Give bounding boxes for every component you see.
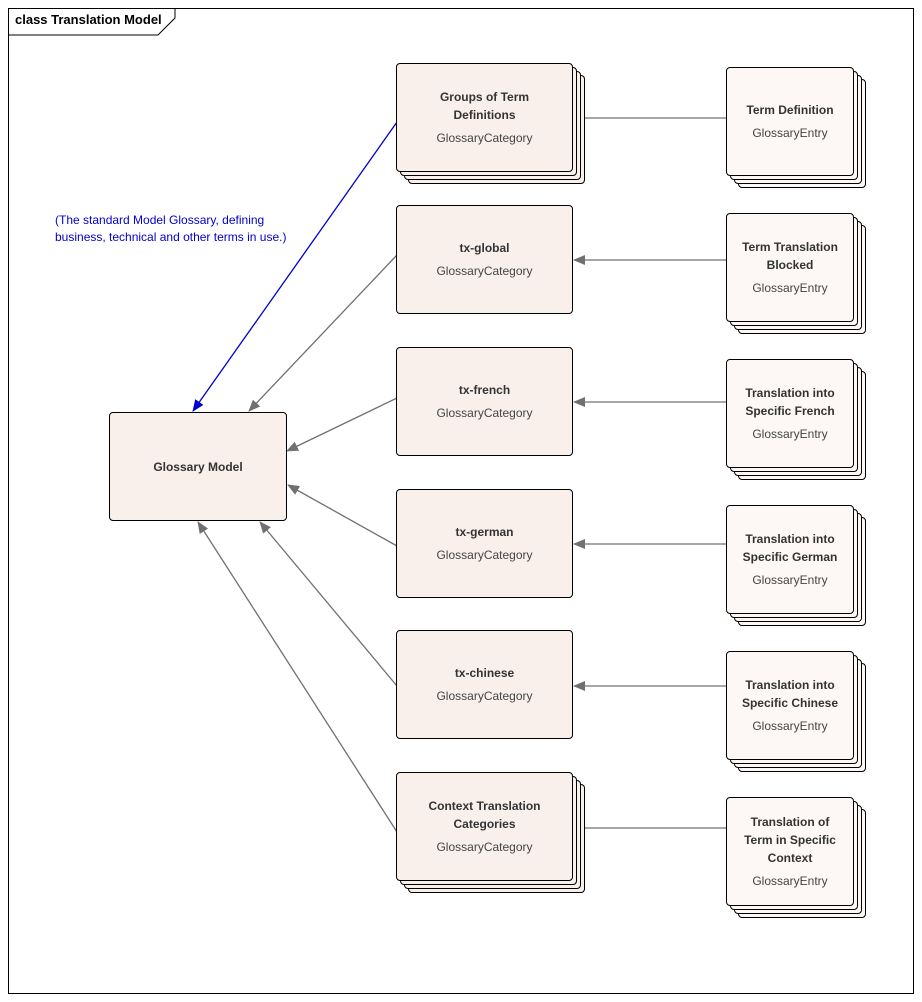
category-stereotype: GlossaryCategory	[436, 840, 533, 854]
entry-stereotype: GlossaryEntry	[752, 719, 828, 733]
category-node[interactable]: tx-german GlossaryCategory	[396, 489, 573, 598]
entry-name: Term Definition	[746, 103, 834, 117]
connector-chinese-to-glossary[interactable]	[259, 521, 398, 687]
connector-global-to-glossary[interactable]	[248, 254, 398, 412]
entry-name: Translation into Specific French	[745, 386, 835, 418]
category-name: tx-global	[459, 241, 510, 255]
glossary-note: (The standard Model Glossary, defining b…	[55, 213, 287, 244]
diagram-title: class Translation Model	[15, 12, 162, 27]
entry-node[interactable]: Translation into Specific Chinese Glossa…	[726, 651, 854, 760]
category-name: Groups of Term Definitions	[439, 90, 530, 122]
entry-name: Translation into Specific Chinese	[741, 678, 839, 710]
category-node[interactable]: tx-global GlossaryCategory	[396, 205, 573, 314]
category-stereotype: GlossaryCategory	[436, 131, 533, 145]
entry-node[interactable]: Translation into Specific French Glossar…	[726, 359, 854, 468]
category-stereotype: GlossaryCategory	[436, 406, 533, 420]
category-node[interactable]: Groups of Term Definitions GlossaryCateg…	[396, 63, 573, 172]
category-name: tx-german	[455, 525, 514, 539]
entry-stereotype: GlossaryEntry	[752, 427, 828, 441]
category-name: tx-chinese	[454, 666, 515, 680]
category-node[interactable]: tx-french GlossaryCategory	[396, 347, 573, 456]
entry-node[interactable]: Term Translation Blocked GlossaryEntry	[726, 213, 854, 322]
entry-stereotype: GlossaryEntry	[752, 874, 828, 888]
glossary-model-node[interactable]: Glossary Model	[109, 412, 287, 521]
entry-stereotype: GlossaryEntry	[752, 573, 828, 587]
entry-node[interactable]: Translation into Specific German Glossar…	[726, 505, 854, 614]
connector-german-to-glossary[interactable]	[287, 484, 398, 547]
entry-name: Term Translation Blocked	[742, 240, 838, 272]
connector-groups-to-glossary[interactable]	[192, 121, 398, 412]
entry-node[interactable]: Translation of Term in Specific Context …	[726, 797, 854, 906]
category-node[interactable]: Context Translation Categories GlossaryC…	[396, 772, 573, 881]
entry-node[interactable]: Term Definition GlossaryEntry	[726, 67, 854, 176]
glossary-model-name: Glossary Model	[153, 459, 243, 474]
connector-context-to-glossary[interactable]	[197, 521, 398, 833]
connector-french-to-glossary[interactable]	[286, 397, 398, 452]
category-name: Context Translation Categories	[428, 799, 541, 831]
frame-title-tab	[9, 9, 176, 36]
category-node[interactable]: tx-chinese GlossaryCategory	[396, 630, 573, 739]
entry-stereotype: GlossaryEntry	[752, 126, 828, 140]
entry-name: Translation of Term in Specific Context	[744, 815, 836, 865]
entry-stereotype: GlossaryEntry	[752, 281, 828, 295]
category-name: tx-french	[458, 383, 511, 397]
category-stereotype: GlossaryCategory	[436, 689, 533, 703]
entry-name: Translation into Specific German	[742, 532, 838, 564]
category-stereotype: GlossaryCategory	[436, 264, 533, 278]
category-stereotype: GlossaryCategory	[436, 548, 533, 562]
